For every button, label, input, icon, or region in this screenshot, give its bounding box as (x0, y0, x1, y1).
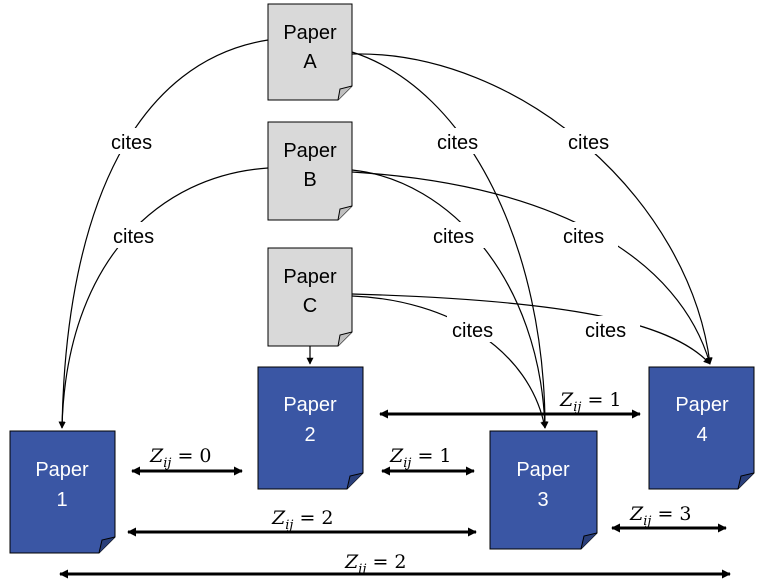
cites-label: cites (111, 132, 152, 154)
cites-label: cites (113, 226, 154, 248)
paper-id: 3 (537, 489, 548, 511)
distance-label-3-4: Zij = 3 (629, 503, 692, 529)
edge-B-to-1 (58, 167, 269, 429)
edge-C-to-3 (351, 295, 548, 429)
paper-id: C (303, 295, 317, 317)
cites-label: cites (452, 320, 493, 342)
paper-id: 2 (304, 424, 315, 446)
paper-id: A (303, 51, 317, 73)
paper-B: Paper B (267, 121, 353, 221)
cites-labels: cites cites cites cites cites cites cite… (106, 128, 640, 342)
distance-arrows (59, 409, 731, 579)
cites-label: cites (433, 226, 474, 248)
paper-label: Paper (283, 22, 337, 44)
paper-label: Paper (516, 459, 570, 481)
cites-label: cites (585, 320, 626, 342)
paper-2: Paper 2 (257, 366, 364, 490)
paper-id: B (303, 169, 316, 191)
edge-A-to-1 (58, 39, 269, 429)
distance-label-2-4: Zij = 1 (559, 389, 622, 415)
distance-label-2-3: Zij = 1 (389, 445, 452, 471)
distance-label-1-2: Zij = 0 (149, 445, 212, 471)
edge-A-to-4 (351, 53, 713, 365)
paper-id: 1 (56, 489, 67, 511)
distance-label-1-3: Zij = 2 (271, 507, 334, 533)
paper-A: Paper A (267, 3, 353, 101)
edge-C-to-4 (351, 293, 711, 365)
edge-A-to-3 (351, 51, 549, 429)
paper-label: Paper (283, 266, 337, 288)
paper-label: Paper (283, 394, 337, 416)
cites-label: cites (563, 226, 604, 248)
paper-3: Paper 3 (489, 430, 598, 550)
paper-C: Paper C (267, 247, 353, 347)
paper-4: Paper 4 (648, 366, 755, 490)
edge-B-to-4 (351, 171, 712, 365)
paper-label: Paper (675, 394, 729, 416)
distance-labels: Zij = 0 Zij = 1 Zij = 1 Zij = 2 Zij = 3 … (149, 389, 692, 577)
paper-label: Paper (35, 459, 89, 481)
cites-label: cites (568, 132, 609, 154)
paper-id: 4 (696, 424, 707, 446)
distance-label-1-4: Zij = 2 (344, 551, 407, 577)
paper-label: Paper (283, 140, 337, 162)
cites-label: cites (437, 132, 478, 154)
paper-1: Paper 1 (9, 430, 116, 554)
